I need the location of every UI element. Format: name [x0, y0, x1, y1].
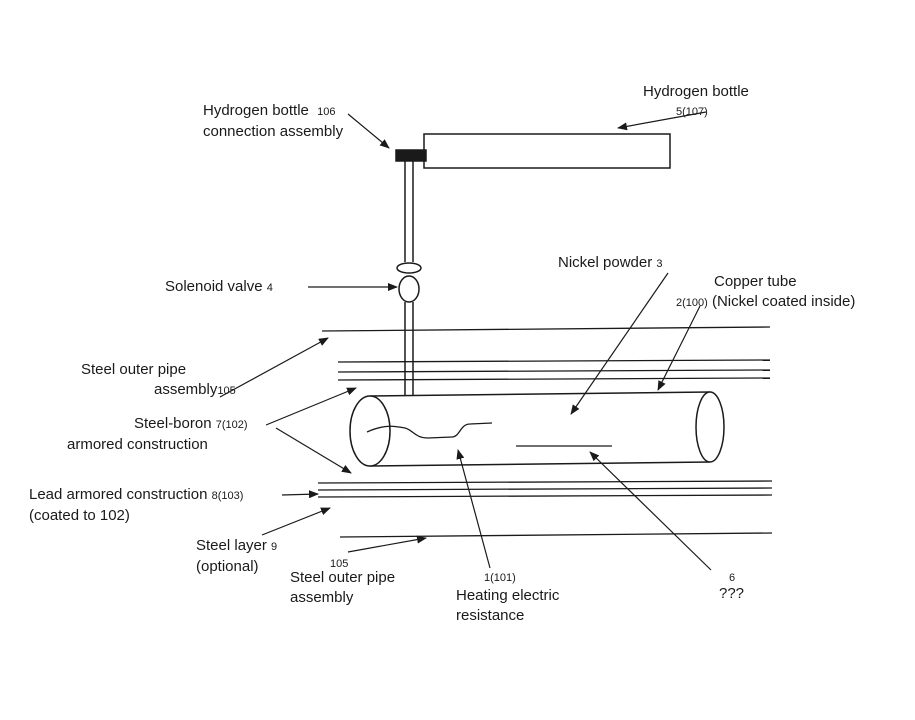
solenoid-valve [396, 262, 422, 303]
lead-armor-number: 8(103) [211, 490, 244, 502]
copper-tube-number: 2(100) [676, 297, 708, 309]
label-heating-number: 1(101) [484, 572, 516, 584]
feed-pipe [404, 161, 414, 396]
label-item-6: ??? [719, 585, 745, 602]
hydrogen-bottle [423, 133, 671, 169]
label-hydrogen-bottle: Hydrogen bottle [643, 83, 749, 100]
leader-arrows [219, 111, 712, 571]
label-heating-resistance: Heating electric resistance [456, 587, 560, 624]
lead-armor-lines [317, 480, 773, 538]
label-steel-outer-bottom-number: 105 [330, 558, 349, 570]
solenoid-valve-number: 4 [266, 282, 273, 294]
label-steel-outer-bottom: Steel outer pipe assembly [290, 569, 396, 606]
steel-outer-pipe-lines [321, 326, 771, 381]
label-steel-boron: Steel-boron 7(102) armored construction [67, 415, 248, 453]
label-nickel-powder: Nickel powder 3 [558, 254, 663, 271]
copper-tube [349, 391, 725, 467]
label-copper-tube: Copper tube [714, 273, 797, 290]
steel-layer-number: 9 [271, 541, 278, 553]
heating-wire [366, 422, 493, 439]
label-hydrogen-bottle-number: 5(107) [676, 106, 708, 118]
label-steel-layer: Steel layer 9 (optional) [196, 537, 278, 575]
nickel-powder-number: 3 [656, 258, 663, 270]
steel-boron-number: 7(102) [215, 419, 248, 431]
label-steel-outer-pipe: Steel outer pipe assembly105 [81, 361, 236, 398]
label-connection-assembly: Hydrogen bottle 106 connection assembly [203, 102, 344, 140]
label-solenoid-valve: Solenoid valve 4 [165, 278, 273, 295]
label-lead-armor: Lead armored construction 8(103) (coated… [29, 486, 244, 524]
label-item-6-number: 6 [729, 572, 736, 584]
connection-assembly-number: 106 [317, 106, 336, 118]
steel-outer-pipe-number: 105 [217, 385, 236, 397]
connection-block [395, 149, 427, 162]
label-copper-tube-detail: 2(100) (Nickel coated inside) [676, 293, 856, 310]
